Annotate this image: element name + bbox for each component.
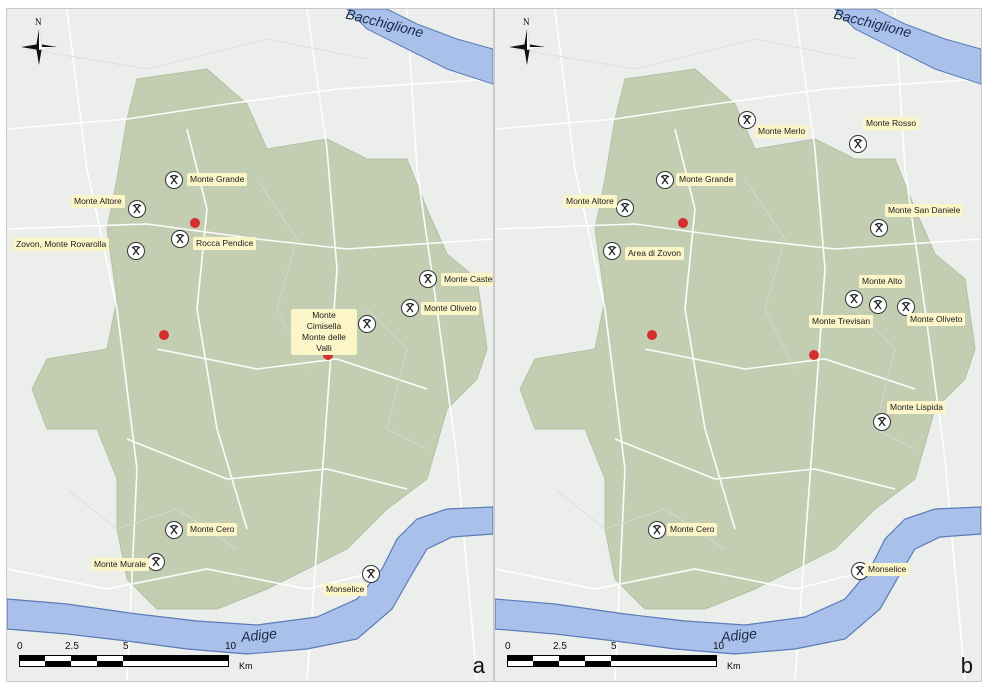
mine-icon [870, 219, 888, 237]
mine-label: Monte Grande [187, 173, 248, 186]
mine-label: Zovon, Monte Rovarolla [13, 238, 110, 251]
site-marker [190, 218, 200, 228]
mine-icon [845, 290, 863, 308]
mine-icon [419, 270, 437, 288]
mine-icon [127, 242, 145, 260]
mine-label: Monselice [323, 583, 368, 596]
mine-label: Monte San Daniele [885, 204, 964, 217]
mine-icon [165, 521, 183, 539]
scale-bar: 0 2.5 5 10 Km [501, 641, 741, 673]
mine-label: Monte Castello [441, 273, 493, 286]
compass-rose-icon [509, 29, 545, 65]
mine-icon [171, 230, 189, 248]
scale-tick: 2.5 [553, 641, 567, 652]
scale-tick: 5 [611, 641, 617, 652]
scale-tick: 2.5 [65, 641, 79, 652]
scale-bar-graphic [507, 655, 717, 667]
mine-icon [873, 413, 891, 431]
mine-icon [358, 315, 376, 333]
mine-label: Monte Merlo [755, 125, 809, 138]
mine-label: Monte Cero [667, 523, 718, 536]
river-bacchiglione [834, 9, 981, 85]
scale-tick: 10 [713, 641, 725, 652]
mine-label: Monte Cimisella Monte delle Valli [291, 309, 357, 355]
site-marker [647, 330, 657, 340]
mine-label: Monte Alto [859, 275, 906, 288]
scale-tick: 0 [17, 641, 23, 652]
mine-label: Monte Rosso [863, 117, 920, 130]
scale-unit: Km [239, 661, 253, 671]
mine-label: Monte Altore [563, 195, 617, 208]
mine-label: Monte Oliveto [907, 313, 966, 326]
mine-icon [603, 242, 621, 260]
north-arrow: N [507, 17, 547, 65]
mine-icon [165, 171, 183, 189]
mine-icon [738, 111, 756, 129]
mine-label: Monte Lispida [887, 401, 946, 414]
north-arrow: N [19, 17, 59, 65]
mine-icon [656, 171, 674, 189]
mine-icon [897, 298, 915, 316]
site-marker [159, 330, 169, 340]
river-bacchiglione [346, 9, 493, 85]
mine-icon [362, 565, 380, 583]
site-marker [323, 350, 333, 360]
hills-region [519, 68, 976, 610]
river-adige [7, 506, 493, 655]
north-letter: N [35, 17, 42, 27]
scale-tick: 5 [123, 641, 129, 652]
mine-label: Monte Oliveto [421, 302, 480, 315]
mine-label: Monte Murale [91, 558, 149, 571]
mine-icon [869, 296, 887, 314]
scale-tick: 0 [505, 641, 511, 652]
mine-label: Monte Trevisan [809, 315, 874, 328]
panel-letter: b [960, 653, 973, 678]
hills-region [31, 68, 488, 610]
map-panel-b: N Bacchiglione Adige Monte Merlo Monte R… [494, 8, 982, 682]
site-marker [678, 218, 688, 228]
mine-label: Monte Altore [71, 195, 125, 208]
map-panel-a: N Bacchiglione Adige Monte Grande Monte … [6, 8, 494, 682]
mine-icon [648, 521, 666, 539]
mine-label: Monselice [865, 563, 910, 576]
scale-bar: 0 2.5 5 10 Km [13, 641, 253, 673]
mine-icon [616, 199, 634, 217]
scale-tick: 10 [225, 641, 237, 652]
mine-label: Rocca Pendice [193, 237, 257, 250]
panel-letter: a [472, 653, 485, 678]
mine-label: Area di Zovon [625, 247, 684, 260]
mine-icon [147, 553, 165, 571]
mine-icon [128, 200, 146, 218]
mine-icon [849, 135, 867, 153]
scale-unit: Km [727, 661, 741, 671]
scale-bar-graphic [19, 655, 229, 667]
north-letter: N [523, 17, 530, 27]
compass-rose-icon [21, 29, 57, 65]
basemap-b [495, 9, 981, 681]
mine-label: Monte Cero [187, 523, 238, 536]
site-marker [809, 350, 819, 360]
mine-label: Monte Grande [676, 173, 737, 186]
basemap-a [7, 9, 493, 681]
river-adige [495, 506, 981, 655]
mine-icon [401, 299, 419, 317]
